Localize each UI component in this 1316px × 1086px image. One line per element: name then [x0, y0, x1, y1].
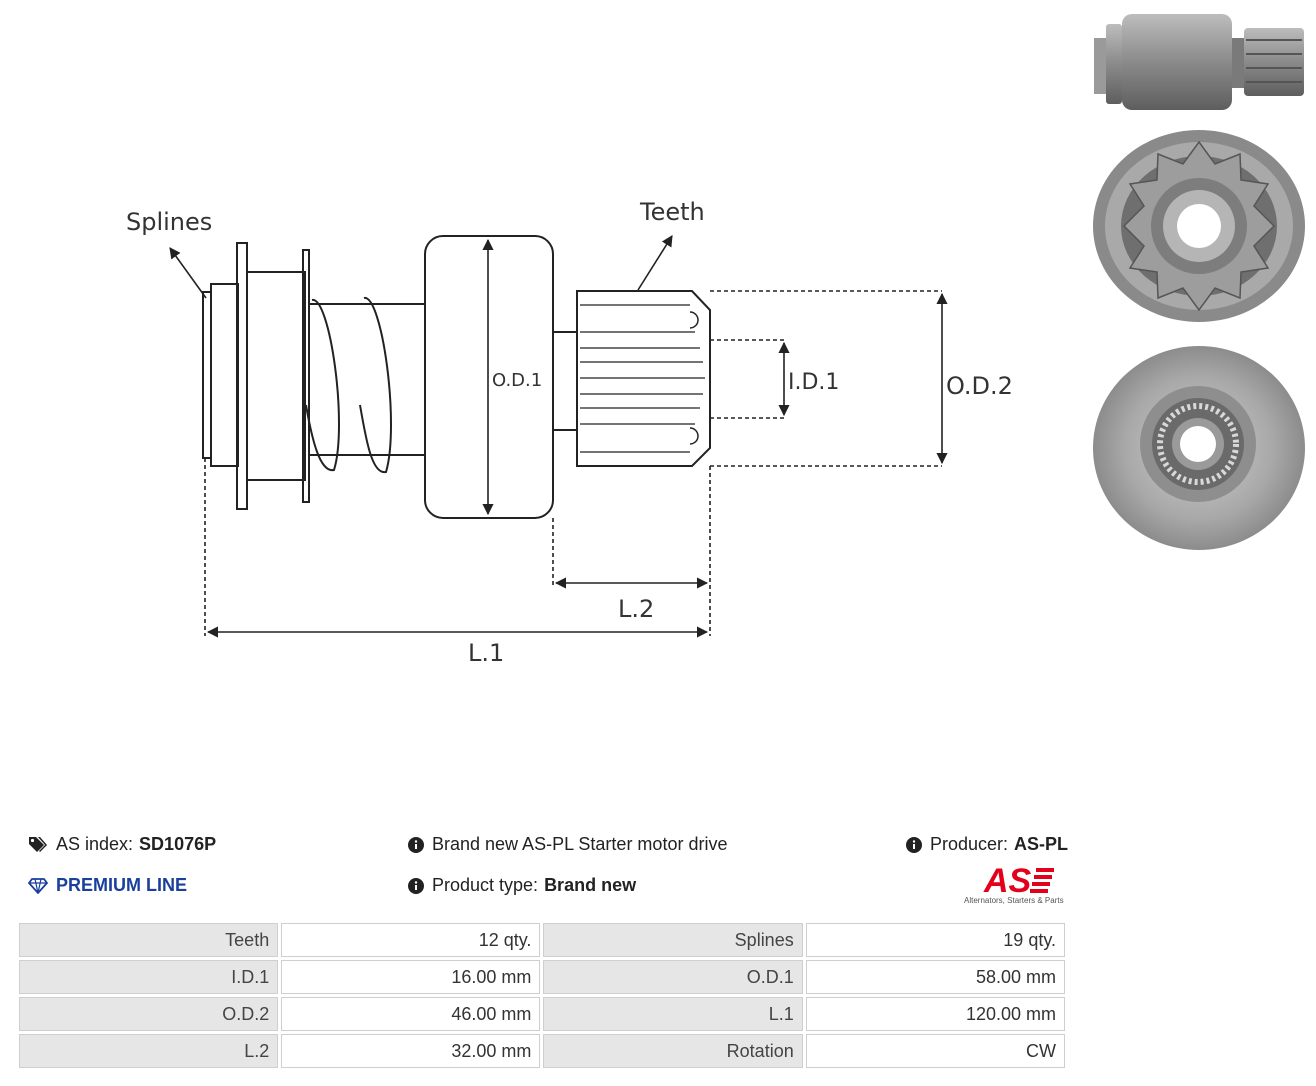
product-photo-side — [1094, 14, 1304, 110]
table-row: O.D.2 46.00 mm L.1 120.00 mm — [19, 997, 1065, 1031]
spec-key: Rotation — [543, 1034, 803, 1068]
producer: Producer: AS-PL — [906, 834, 1068, 855]
label-id1: I.D.1 — [788, 370, 839, 395]
spec-key: Teeth — [19, 923, 279, 957]
info-icon — [408, 836, 424, 853]
product-type-label: Product type: — [432, 875, 539, 895]
as-pl-logo: AS Alternators, Starters & Parts — [962, 862, 1072, 908]
pinion — [576, 290, 711, 467]
table-row: I.D.1 16.00 mm O.D.1 58.00 mm — [19, 960, 1065, 994]
as-index-value: SD1076P — [139, 834, 217, 854]
table-row: Teeth 12 qty. Splines 19 qty. — [19, 923, 1065, 957]
product-photo-rear — [1093, 346, 1305, 550]
technical-drawing: Splines Teeth O.D.1 I.D.1 O.D.2 L.2 L.1 — [126, 198, 1013, 667]
label-l2: L.2 — [618, 595, 654, 623]
spec-value: 46.00 mm — [281, 997, 541, 1031]
product-type-value: Brand new — [544, 875, 637, 895]
label-splines: Splines — [126, 208, 212, 236]
spec-key: O.D.1 — [543, 960, 803, 994]
tags-icon — [28, 836, 48, 854]
spring-coil — [305, 299, 340, 472]
spec-value: 58.00 mm — [805, 960, 1065, 994]
info-icon — [906, 836, 922, 853]
table-row: L.2 32.00 mm Rotation CW — [19, 1034, 1065, 1068]
producer-label: Producer: — [930, 834, 1009, 854]
diamond-icon — [28, 877, 48, 894]
premium-line-label: PREMIUM LINE — [56, 875, 188, 895]
spring-coil — [359, 297, 392, 474]
spec-value: 120.00 mm — [805, 997, 1065, 1031]
description: Brand new AS-PL Starter motor drive — [408, 834, 727, 855]
flange-plate — [302, 249, 310, 503]
label-od1: O.D.1 — [492, 370, 542, 391]
producer-value: AS-PL — [1014, 834, 1069, 854]
spec-key: O.D.2 — [19, 997, 279, 1031]
spec-value: CW — [805, 1034, 1065, 1068]
logo-tagline: Alternators, Starters & Parts — [964, 896, 1064, 905]
as-index-label: AS index: — [56, 834, 134, 854]
premium-line-badge: PREMIUM LINE — [28, 875, 187, 896]
info-icon — [408, 877, 424, 894]
description-text: Brand new AS-PL Starter motor drive — [432, 834, 728, 854]
product-type: Product type: Brand new — [408, 875, 636, 896]
spec-key: L.2 — [19, 1034, 279, 1068]
label-od2: O.D.2 — [946, 372, 1013, 400]
splines-end — [202, 291, 212, 459]
label-l1: L.1 — [468, 639, 504, 667]
spec-key: I.D.1 — [19, 960, 279, 994]
spec-value: 19 qty. — [805, 923, 1065, 957]
specs-table: Teeth 12 qty. Splines 19 qty. I.D.1 16.0… — [16, 920, 1068, 1071]
spec-value: 32.00 mm — [281, 1034, 541, 1068]
spec-key: L.1 — [543, 997, 803, 1031]
product-photo-front — [1093, 130, 1305, 322]
spec-key: Splines — [543, 923, 803, 957]
logo-text: AS — [983, 862, 1032, 896]
label-teeth: Teeth — [639, 198, 705, 226]
as-index: AS index: SD1076P — [28, 834, 216, 855]
spec-value: 12 qty. — [281, 923, 541, 957]
spec-value: 16.00 mm — [281, 960, 541, 994]
